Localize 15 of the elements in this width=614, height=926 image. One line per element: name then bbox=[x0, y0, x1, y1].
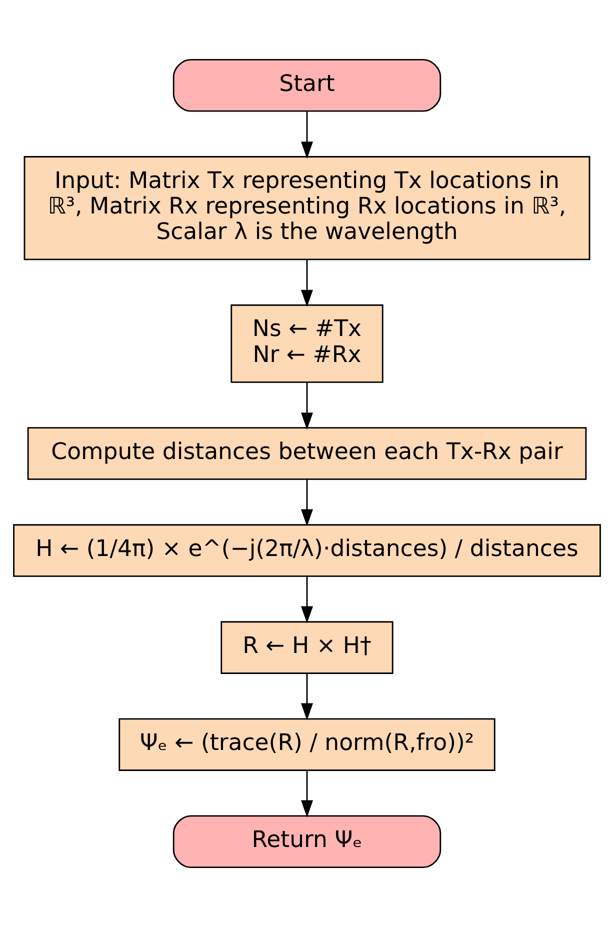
arrow bbox=[301, 479, 313, 526]
node-box: Ns ← #Tx Nr ← #Rx bbox=[230, 304, 384, 382]
arrow bbox=[301, 576, 313, 623]
arrow bbox=[301, 770, 313, 817]
arrow bbox=[301, 111, 313, 158]
node-box: Return Ψₑ bbox=[172, 814, 442, 868]
node-box: Input: Matrix Tx representing Tx locations in ℝ³, Matrix Rx representing Rx locations in ℝ³, Scalar λ is the wavelength bbox=[24, 156, 590, 260]
node-box: H ← (1/4π) × e^(−j(2π/λ)·distances) / distances bbox=[13, 524, 601, 576]
node-box: Ψₑ ← (trace(R) / norm(R,fro))² bbox=[118, 718, 496, 770]
node-box: Compute distances between each Tx-Rx pair bbox=[27, 426, 587, 480]
node-box: R ← H × H† bbox=[220, 620, 394, 674]
arrow bbox=[301, 259, 313, 306]
arrow bbox=[301, 673, 313, 720]
arrow bbox=[301, 382, 313, 430]
node-box: Start bbox=[172, 58, 442, 112]
